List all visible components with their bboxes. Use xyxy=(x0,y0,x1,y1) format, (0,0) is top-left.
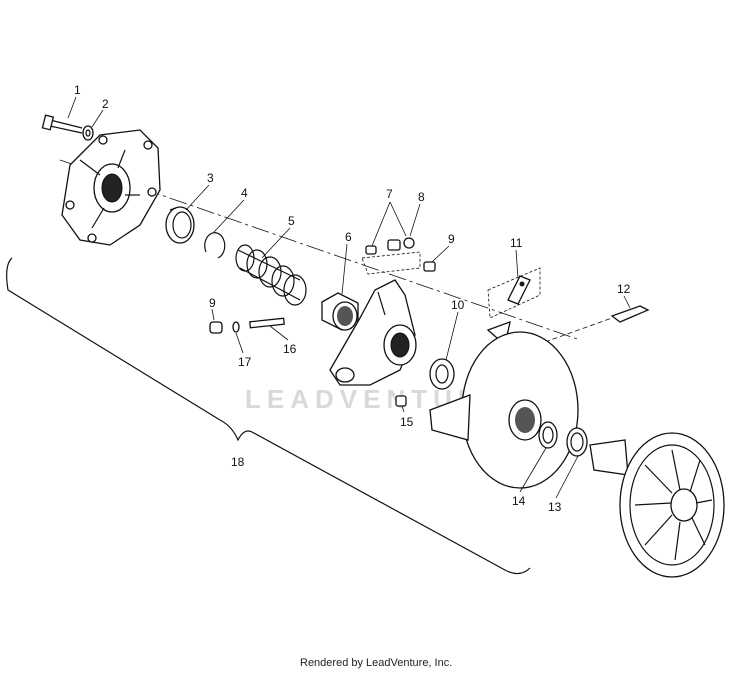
clip-box-outline xyxy=(487,267,541,319)
part-14-bushing xyxy=(538,421,558,449)
part-5-spring xyxy=(235,244,307,306)
part-12-pin xyxy=(544,305,650,343)
callout-11: 11 xyxy=(510,236,523,250)
cover-plate xyxy=(61,129,161,246)
part-9-cap-upper xyxy=(423,261,436,272)
callout-18: 18 xyxy=(231,455,245,469)
part-11-clip xyxy=(507,275,531,305)
fixed-sheave xyxy=(589,432,725,578)
part-9-cap-lower xyxy=(209,321,223,334)
part-4-snap-ring xyxy=(204,232,226,259)
callout-7: 7 xyxy=(386,187,393,201)
part-2-washer xyxy=(82,125,94,141)
callout-9-upper: 9 xyxy=(448,232,455,246)
callout-13: 13 xyxy=(548,500,562,514)
callout-15: 15 xyxy=(400,415,414,429)
callout-17: 17 xyxy=(238,355,252,369)
callout-8: 8 xyxy=(418,190,425,204)
callout-6: 6 xyxy=(345,230,352,244)
part-8-nut xyxy=(387,237,415,251)
part-16-pin xyxy=(249,317,285,329)
part-10-washer xyxy=(429,358,455,390)
part-15-nut xyxy=(395,395,407,407)
part-17-ring xyxy=(232,321,240,333)
movable-sheave xyxy=(429,320,579,489)
spider-arm xyxy=(329,279,417,386)
part-7-nut xyxy=(365,245,377,255)
part-1-bolt xyxy=(41,114,83,134)
callout-1: 1 xyxy=(74,83,81,97)
callout-4: 4 xyxy=(241,186,248,200)
part-3-bushing xyxy=(165,206,195,244)
assembly-bracket-18 xyxy=(6,257,531,575)
callout-10: 10 xyxy=(451,298,465,312)
callout-16: 16 xyxy=(283,342,297,356)
leader-lines xyxy=(67,96,631,499)
callout-9-lower: 9 xyxy=(209,296,216,310)
callout-14: 14 xyxy=(512,494,526,508)
part-6-roller xyxy=(321,292,359,331)
footer-credit: Rendered by LeadVenture, Inc. xyxy=(300,657,452,669)
callout-5: 5 xyxy=(288,214,295,228)
callout-2: 2 xyxy=(102,97,109,111)
nut-bracket-outline xyxy=(361,251,421,275)
part-13-washer xyxy=(566,427,588,457)
callout-12: 12 xyxy=(617,282,631,296)
callout-3: 3 xyxy=(207,171,214,185)
